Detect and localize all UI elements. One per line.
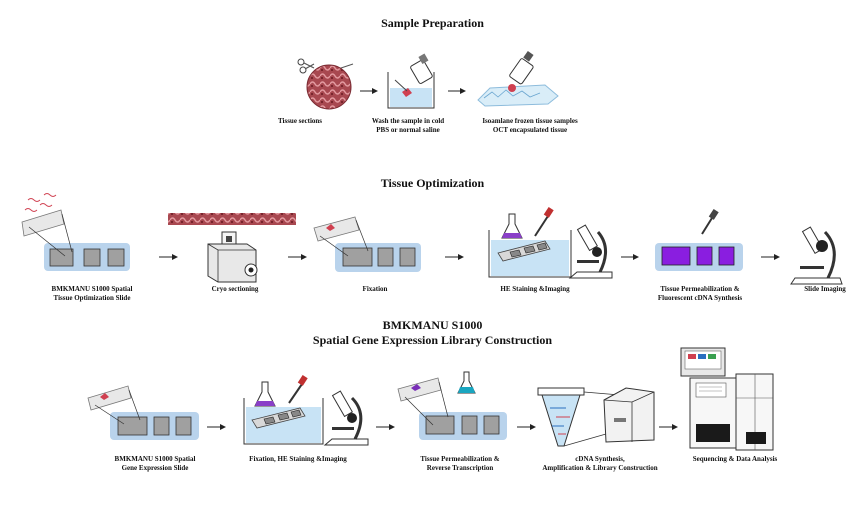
flask-purple-icon [501,213,523,239]
step-caption: BMKMANU S1000 Spatial Tissue Optimizatio… [51,285,133,302]
microscope-icon [790,226,843,285]
permeabilization-slide [655,243,743,271]
thermocycler-icon [603,387,655,443]
section-title-tissue-optimization: Tissue Optimization [380,176,485,190]
tissue-strip-image [168,213,296,225]
section-title-sample-preparation: Sample Preparation [381,16,484,30]
step-caption: Tissue Permeabilization & Reverse Transc… [420,455,500,472]
step-caption: Fixation [362,285,388,293]
step-caption: Wash the sample in cold PBS or normal sa… [371,117,445,134]
he-staining-bath [243,398,324,445]
tissue-optimization-slide [28,213,130,271]
step-caption: BMKMANU S1000 Spatial Gene Expression Sl… [114,455,196,472]
step-caption: Cryo sectioning [211,285,259,293]
cryostat-icon [207,231,258,283]
wash-beaker-icon [387,72,435,109]
dropper-icon [534,207,554,237]
step-caption: Sequencing & Data Analysis [692,455,778,463]
reverse-transcription-slide [397,377,507,440]
sequencer-icon [680,347,774,451]
wash-bottle-icon [410,53,433,84]
tissue-sample-image [306,64,352,110]
flask-teal-icon [457,371,476,394]
flask-purple-icon [254,381,276,407]
step-caption: Tissue sections [277,117,323,125]
step-caption: cDNA Synthesis, Amplification & Library … [542,455,658,472]
section-title-library-line1: BMKMANU S1000 [382,318,483,332]
frozen-sample-icon [477,84,559,107]
section-title-library-line2: Spatial Gene Expression Library Construc… [312,333,553,347]
microscope-icon [568,224,613,279]
microscope-icon [323,390,369,446]
scissors-icon [297,58,315,74]
dropper-icon [288,375,308,404]
tissue-sections-icon [21,193,65,237]
step-caption: Fixation, HE Staining &Imaging [249,455,347,463]
step-caption: Tissue Permeabilization & Fluorescent cD… [657,285,743,302]
fixation-slide [313,216,421,272]
gene-expression-slide [87,385,199,440]
step-caption: Isoamlane frozen tissue samples OCT enca… [482,117,578,134]
step-caption: Slide Imaging [804,285,846,293]
he-staining-bath [488,230,572,278]
oct-bottle-icon [509,51,534,85]
step-caption: HE Staining &Imaging [500,285,570,293]
dropper-icon [701,209,719,235]
